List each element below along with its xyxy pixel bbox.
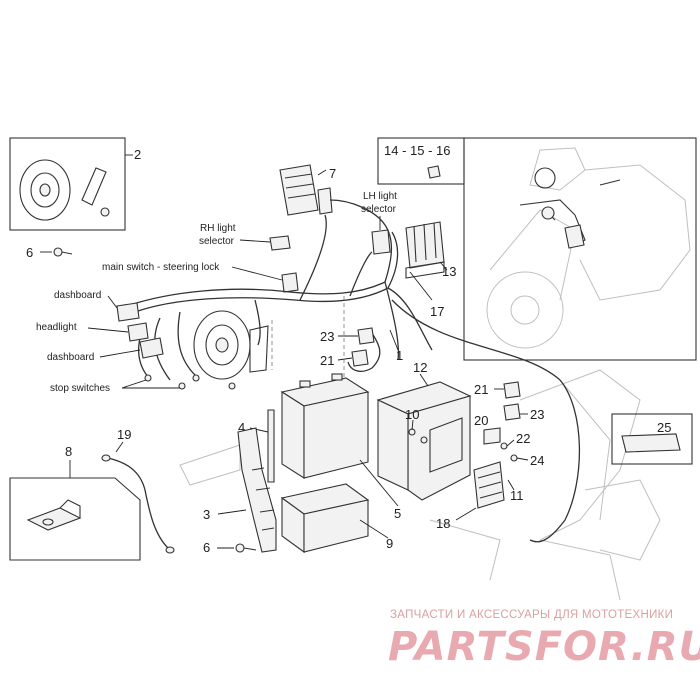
callout-8: 8 (65, 444, 72, 459)
horn-bracket (81, 167, 107, 206)
lh-light-label-2: selector (361, 204, 397, 215)
callout-1: 1 (396, 348, 403, 363)
screws-10 (408, 419, 428, 444)
callout-6-top: 6 (26, 245, 33, 260)
relay-group-13 (405, 221, 448, 279)
battery-5 (280, 373, 399, 507)
pad-25-inset (611, 413, 693, 465)
callout-14-15-16: 14 - 15 - 16 (384, 143, 451, 158)
connector-23-right (503, 403, 528, 421)
callout-17: 17 (430, 304, 444, 319)
ground-cable-19 (101, 441, 175, 554)
battery-strap-4 (249, 409, 275, 483)
connector-21-right (494, 381, 521, 399)
screw-6-top (40, 247, 73, 257)
screw-6-bottom (217, 543, 257, 553)
callout-23-right: 23 (530, 407, 544, 422)
bracket-8-inset-box (9, 460, 141, 561)
callout-5: 5 (394, 506, 401, 521)
scooter-inset-frame (463, 137, 697, 361)
horn-inset-box (9, 137, 133, 231)
dashboard-label-1: dashboard (54, 290, 101, 301)
connector-block-7 (279, 164, 333, 216)
connector-23-top (338, 327, 375, 345)
rh-light-label-1: RH light (200, 223, 236, 234)
stop-switches-label: stop switches (50, 383, 110, 394)
bracket-20 (483, 427, 501, 445)
dashboard-label-2: dashboard (47, 352, 94, 363)
headlight-label: headlight (36, 322, 77, 333)
callout-2: 2 (134, 147, 141, 162)
callout-6-bottom: 6 (203, 540, 210, 555)
callout-20: 20 (474, 413, 488, 428)
frame-background-sketch (179, 369, 661, 601)
dashboard-connector-1 (107, 295, 140, 322)
battery-tray-9 (280, 483, 389, 554)
rh-light-label-2: selector (199, 236, 235, 247)
fuse (427, 165, 441, 179)
stop-switch-terminals (121, 374, 200, 390)
callout-21-top: 21 (320, 353, 334, 368)
connector-21-top (337, 349, 369, 367)
callout-23-top: 23 (320, 329, 334, 344)
horn-on-harness (193, 310, 269, 390)
watermark-subtitle: ЗАПЧАСТИ И АКСЕССУАРЫ ДЛЯ МОТОТЕХНИКИ (390, 609, 673, 621)
lh-light-label-1: LH light (363, 191, 397, 202)
box-25-frame (611, 413, 693, 465)
horn-box-frame (9, 137, 126, 231)
callout-9: 9 (386, 536, 393, 551)
main-wiring-harness-1 (129, 199, 581, 543)
lh-light-selector-connector (371, 216, 391, 255)
headlight-connector (87, 322, 149, 342)
main-switch-label: main switch - steering lock (102, 262, 220, 273)
box-8-frame (9, 477, 141, 561)
callout-12: 12 (413, 360, 427, 375)
regulator-18 (455, 461, 505, 521)
bracket-3 (217, 427, 277, 553)
callout-24: 24 (530, 453, 544, 468)
screws-22-24 (500, 439, 529, 462)
callout-13: 13 (442, 264, 456, 279)
callout-25: 25 (657, 420, 671, 435)
watermark-brand: PARTSFOR.RU (388, 624, 700, 670)
callout-4: 4 (238, 420, 245, 435)
horn-outer (19, 159, 71, 221)
horn-mid (30, 172, 60, 208)
callout-21-right: 21 (474, 382, 488, 397)
callout-3: 3 (203, 507, 210, 522)
dashboard-connector-2 (99, 337, 164, 359)
scooter-location-inset (463, 137, 697, 361)
callout-22: 22 (516, 431, 530, 446)
callout-7: 7 (329, 166, 336, 181)
main-switch-connector (231, 266, 299, 293)
callout-18: 18 (436, 516, 450, 531)
horn-center (39, 183, 51, 197)
battery-housing-12 (376, 373, 472, 501)
assembly-guide-lines (271, 296, 345, 378)
callout-19: 19 (117, 427, 131, 442)
rh-light-selector-connector (239, 235, 291, 251)
callout-10: 10 (405, 407, 419, 422)
horn-nut (100, 207, 110, 217)
callout-11: 11 (510, 488, 524, 503)
